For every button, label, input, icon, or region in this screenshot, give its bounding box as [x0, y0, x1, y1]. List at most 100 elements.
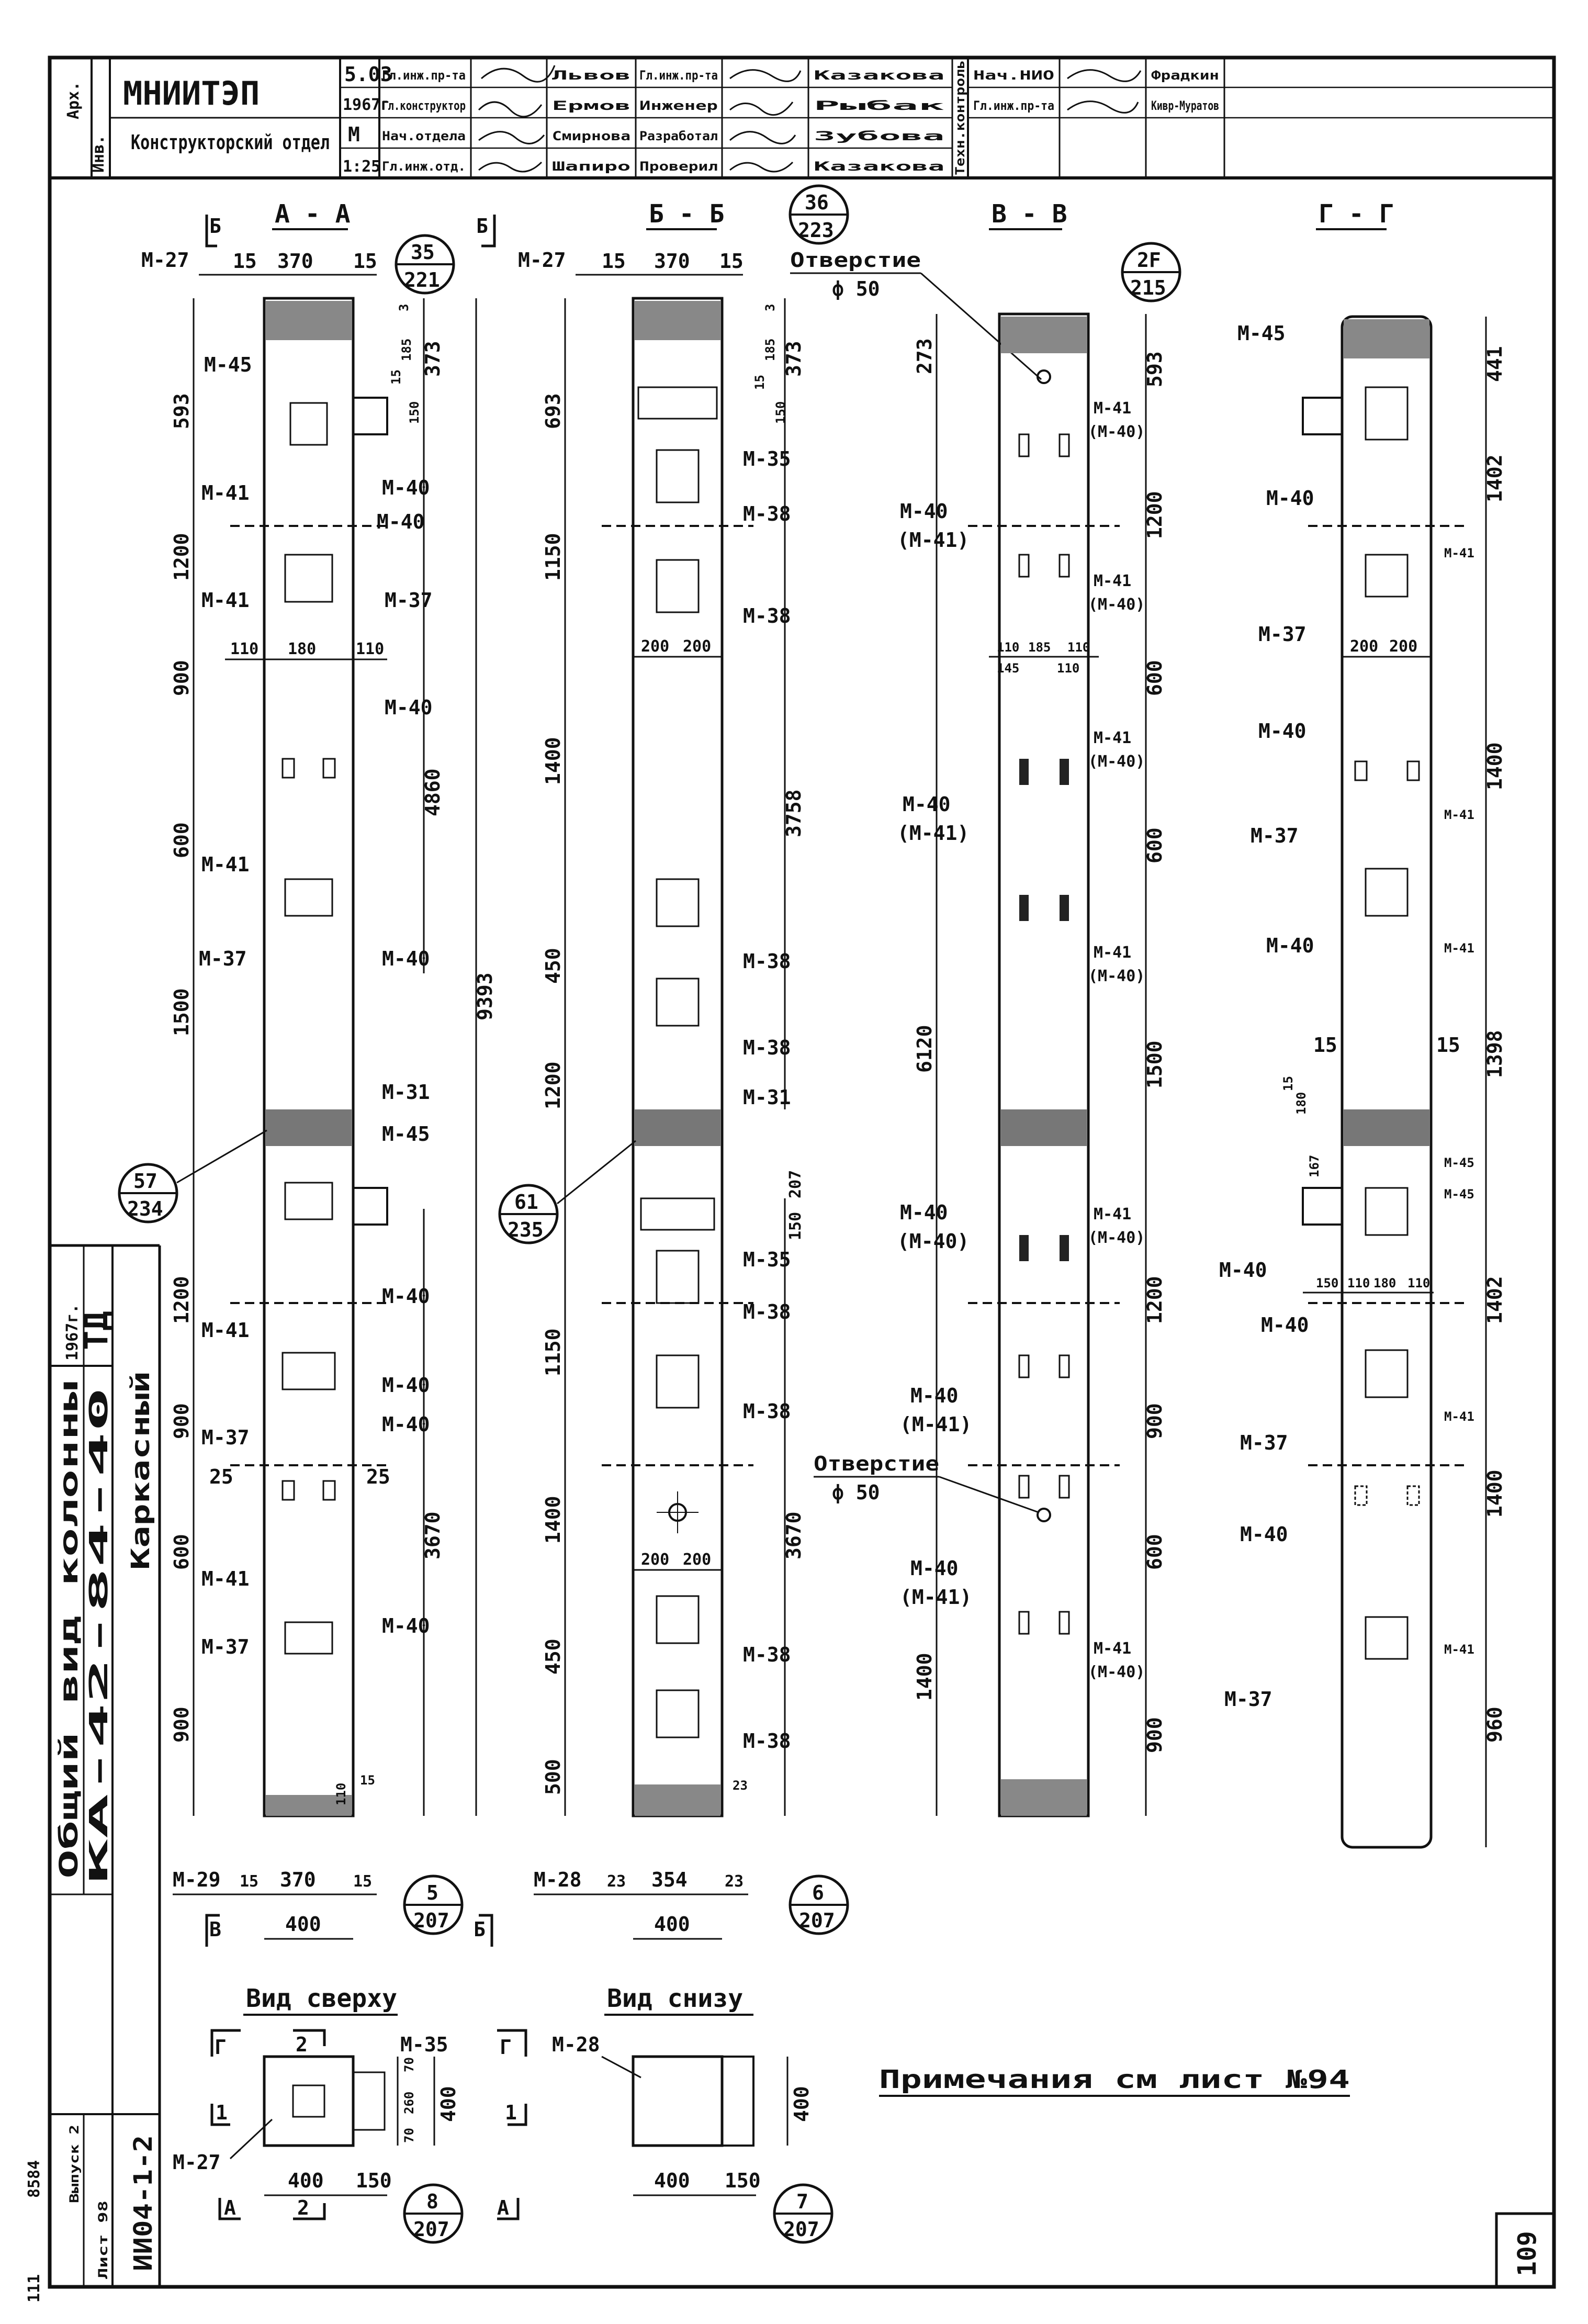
g-part-m45-1 [1365, 386, 1409, 441]
g-label-m37-2: М-37 [1251, 824, 1299, 847]
a-label-m37-3: М-37 [201, 1426, 250, 1449]
g-label-m41-2: М-41 [1444, 807, 1474, 822]
name2-3: Зубова [814, 129, 944, 143]
v-hole-mid-diam: ф 50 [832, 1481, 880, 1504]
g-small-110-1: 110 [1347, 1276, 1370, 1290]
top-view-label-m35: М-35 [400, 2033, 448, 2056]
cut-1-label-left: 1 [216, 2101, 228, 2124]
cut-mark-b-bottom [479, 1914, 493, 1947]
b-part-m38-2 [656, 559, 700, 613]
g-part-m37-1 [1365, 554, 1409, 598]
v-label-m41-6: М-41 [1094, 944, 1131, 962]
series-number: 5.03 [344, 63, 392, 86]
g-small-167: 167 [1307, 1155, 1322, 1177]
org-name: МНИИТЭП [123, 74, 260, 113]
cut-2-label-bottom: 2 [297, 2196, 309, 2219]
cut-mark-g-left [210, 2029, 241, 2057]
g-small-15-left: 15 [1313, 1034, 1337, 1057]
b-dim-l-450: 450 [542, 948, 565, 984]
top-view-title: Вид сверху [246, 1984, 397, 2013]
inventory-label: Инв. [89, 135, 108, 173]
v-label-m40-8p: (М-40) [1088, 1229, 1145, 1247]
v-hole-top-label: Отверстие [790, 249, 921, 272]
side-sheet: Лист 98 [96, 2200, 110, 2279]
a-dim-l-600: 600 [170, 822, 193, 858]
v-label-m41-8: М-41 [1094, 1205, 1131, 1223]
b-dim-l-1150: 1150 [542, 533, 565, 581]
a-bubble-bot-sheet: 207 [413, 1909, 449, 1932]
v-label-m41-9p: (М-41) [900, 1413, 972, 1436]
signature-5 [729, 69, 802, 82]
v-dim-r-900: 900 [1143, 1403, 1166, 1439]
g-label-m37-3: М-37 [1240, 1431, 1288, 1454]
v-label-m40-4p: (М-40) [1088, 753, 1145, 771]
side-title-2: КА-42-84-40 [84, 1387, 114, 1884]
name-2: Ермов [552, 98, 630, 113]
b-small-200-2: 200 [683, 637, 711, 656]
cut-mark-v-left [205, 1914, 220, 1947]
v-label-m41-11: М-41 [1094, 1640, 1131, 1658]
a-label-m40-3: М-40 [385, 696, 433, 719]
g-dim-r-1400b: 1400 [1483, 1469, 1506, 1518]
b-part-m38-8 [656, 1689, 700, 1738]
name-3: Смирнова [552, 129, 630, 143]
role-1: Гл.инж.пр-та [382, 68, 466, 83]
side-issue: Выпуск 2 [67, 2125, 82, 2203]
bottom-view-label-m28: М-28 [552, 2033, 600, 2056]
bottom-view-dim-400-right: 400 [790, 2086, 813, 2122]
a-console-upper [353, 397, 388, 435]
bottom-view-dim-400-bottom: 400 [654, 2169, 690, 2192]
a-dim-r-185: 185 [399, 339, 414, 361]
a-dim-l-593: 593 [170, 393, 193, 429]
a-label-m37-1: М-37 [385, 589, 433, 612]
side-corner: 111 [25, 2274, 43, 2303]
a-top-cap-hatch [266, 301, 352, 340]
a-label-m40-1: М-40 [382, 476, 430, 499]
b-dim-r-23: 23 [733, 1778, 748, 1793]
cut-g-label-right: Г [500, 2036, 512, 2059]
g-small-15: 15 [1281, 1076, 1296, 1091]
g-label-m40-5: М-40 [1261, 1313, 1309, 1337]
g-small-200-1: 200 [1350, 637, 1378, 656]
signature-7 [729, 131, 796, 144]
bottom-view: Вид снизу М-28 400 400 150 7 207 [552, 1984, 834, 2244]
a-part-m37-4 [284, 1621, 333, 1655]
bottom-view-bubble-sheet: 207 [783, 2218, 819, 2241]
a-joint-hatch [266, 1109, 352, 1146]
top-view: Вид сверху Г 2 Г 1 1 М-35 70 260 70 400 … [173, 1984, 527, 2244]
notes-reference: Примечания см лист №94 [879, 2065, 1350, 2094]
a-dim-r-150: 150 [407, 401, 422, 424]
a-dim-r-4860: 4860 [421, 768, 444, 816]
g-part-m37-3 [1365, 1349, 1409, 1398]
signature-6 [729, 102, 794, 116]
role-4: Гл.инж.отд. [382, 159, 466, 174]
v-label-m40-7: М-40 [900, 1201, 948, 1224]
g-label-m41-3: М-41 [1444, 941, 1474, 956]
b-joint-hatch [635, 1109, 720, 1146]
g-label-m37-4: М-37 [1224, 1688, 1272, 1711]
g-label-m41-5: М-41 [1444, 1642, 1474, 1657]
a-gap-25-left: 25 [209, 1465, 233, 1488]
a-plate-m40-3 [281, 1480, 295, 1501]
year: 1967г [343, 96, 390, 114]
v-dim-l-273: 273 [913, 338, 936, 374]
top-view-bubble-sheet: 207 [413, 2218, 449, 2241]
g-label-m37-1: М-37 [1258, 623, 1307, 646]
tech-control-label: Техн.контроль [953, 60, 967, 175]
b-label-m31: М-31 [743, 1086, 791, 1109]
b-label-m35-1: М-35 [743, 447, 791, 470]
g-part-m37-4 [1365, 1616, 1409, 1660]
name2-4: Казакова [814, 159, 944, 174]
title-block: Арх. Инв. МНИИТЭП Конструкторский отдел … [64, 58, 1554, 178]
v-label-m40-6p: (М-40) [1088, 967, 1145, 985]
b-dim-370: 370 [654, 250, 690, 273]
a-dim-r-110: 110 [334, 1783, 348, 1805]
a-dim-r-15b: 15 [360, 1773, 375, 1788]
g-label-m40-4: М-40 [1219, 1259, 1267, 1282]
v-bottom-hatch [1001, 1779, 1087, 1816]
v-label-m41-4: М-41 [1094, 729, 1131, 747]
v-hole-top [1037, 369, 1051, 384]
g-small-15-right: 15 [1436, 1034, 1460, 1057]
cut-1-label-right: 1 [505, 2101, 517, 2124]
